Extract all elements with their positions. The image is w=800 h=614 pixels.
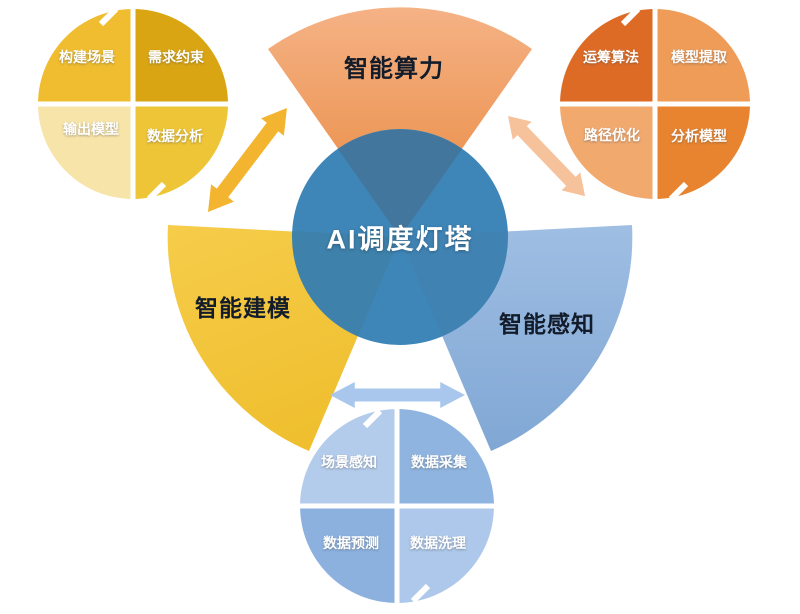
fan-left-overlay (291, 231, 400, 336)
cycle-arrow-notch (98, 6, 119, 27)
pie-top-right (560, 6, 750, 202)
pie-top-right-quadrant-br (655, 104, 750, 199)
pie-top-left-quadrant-br (133, 104, 228, 199)
pie-bottom (300, 408, 494, 604)
pie-top-right-quadrant-bl (560, 104, 655, 199)
pie-top-left (38, 6, 228, 202)
fan-top-overlay (338, 129, 462, 237)
pie-top-left-quadrant-tl (38, 9, 133, 104)
pie-bottom-quadrant-tr (397, 409, 494, 506)
pie-top-right-quadrant-tl (560, 9, 655, 104)
pie-top-left-quadrant-tr (133, 9, 228, 104)
cycle-arrow-notch (620, 6, 641, 27)
fan-top-sector (268, 7, 532, 238)
pie-bottom-quadrant-br (397, 506, 494, 603)
cycle-arrow-notch (146, 181, 167, 202)
cycle-arrow-notch (668, 181, 689, 202)
arrow-bottom (330, 382, 465, 408)
cycle-arrow-notch (410, 583, 431, 604)
pie-bottom-quadrant-tl (300, 409, 397, 506)
fan-right-overlay (400, 231, 509, 336)
arrow-upper-left (208, 108, 287, 212)
pie-top-left-quadrant-bl (38, 104, 133, 199)
cycle-arrow-notch (362, 408, 383, 429)
arrow-upper-right (508, 116, 586, 197)
center-circle (292, 129, 508, 345)
pie-bottom-quadrant-bl (300, 506, 397, 603)
pie-top-right-quadrant-tr (655, 9, 750, 104)
